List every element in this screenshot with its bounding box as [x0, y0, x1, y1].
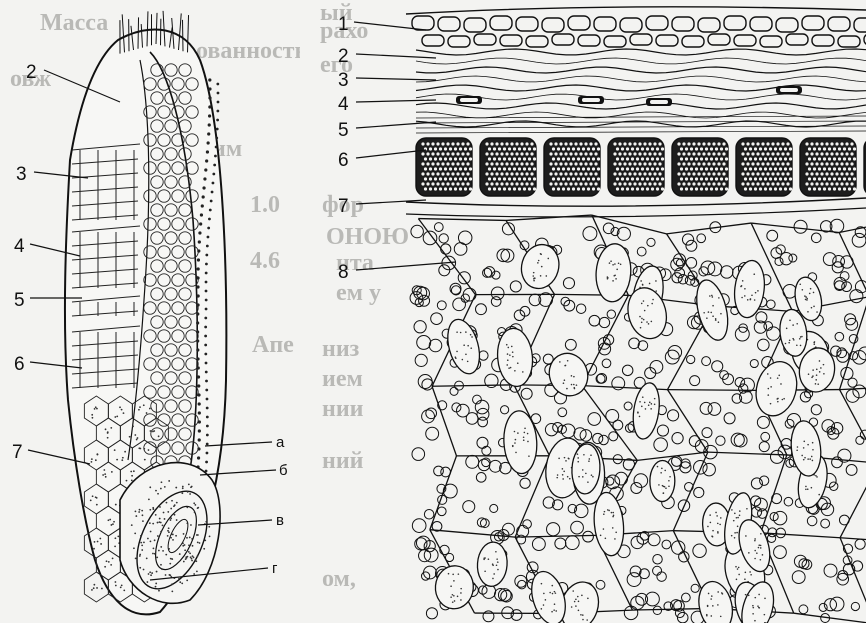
- label-7: 7: [12, 442, 23, 463]
- bleed-text-line: низ: [322, 336, 360, 362]
- bleed-text-line: ом,: [322, 566, 356, 592]
- label-8: 8: [338, 262, 349, 283]
- label-5: 5: [14, 290, 25, 311]
- grain-cross-section-figure: ый рахо его фор ОНОЮ нта ем у низ ием ни…: [316, 0, 866, 623]
- label-6: 6: [338, 150, 349, 171]
- label-2: 2: [338, 46, 349, 67]
- bleed-text-line: ованность: [196, 38, 300, 64]
- bleed-text-line: ем у: [336, 280, 381, 306]
- grain-section-drawing: Масса ованность овж им Апе 4.6 1.0: [0, 0, 300, 623]
- cross-section-drawing: ый рахо его фор ОНОЮ нта ем у низ ием ни…: [316, 0, 866, 623]
- label-4: 4: [338, 94, 349, 115]
- bleed-text-line: Масса: [40, 10, 108, 36]
- endosperm-cells: [410, 215, 866, 623]
- label-4: 4: [14, 236, 25, 257]
- epidermis-layer: [406, 7, 866, 47]
- embryo: [120, 463, 221, 604]
- bleed-text-line: 1.0: [250, 192, 280, 218]
- label-g: г: [272, 560, 278, 577]
- bleed-text-line: ний: [322, 448, 364, 474]
- label-6: 6: [14, 354, 25, 375]
- bleed-through-text: ый рахо его фор ОНОЮ нта ем у низ ием ни…: [320, 0, 409, 592]
- label-7: 7: [338, 196, 349, 217]
- label-3: 3: [16, 164, 27, 185]
- label-b: б: [279, 462, 288, 479]
- seed-coat-cells: [456, 86, 802, 106]
- bleed-text-line: нии: [322, 396, 364, 422]
- label-3: 3: [338, 70, 349, 91]
- bleed-text-line: Апе: [252, 332, 294, 358]
- label-2: 2: [26, 62, 37, 83]
- bleed-text-line: 4.6: [250, 248, 280, 274]
- label-v: в: [276, 512, 284, 529]
- bleed-text-line: ОНОЮ: [326, 224, 409, 250]
- label-5: 5: [338, 120, 349, 141]
- bleed-text-line: ием: [322, 366, 363, 392]
- label-1: 1: [338, 14, 349, 35]
- aleurone-layer: [406, 138, 866, 217]
- label-a: а: [276, 434, 285, 451]
- grain-longitudinal-section-figure: Масса ованность овж им Апе 4.6 1.0: [0, 0, 300, 623]
